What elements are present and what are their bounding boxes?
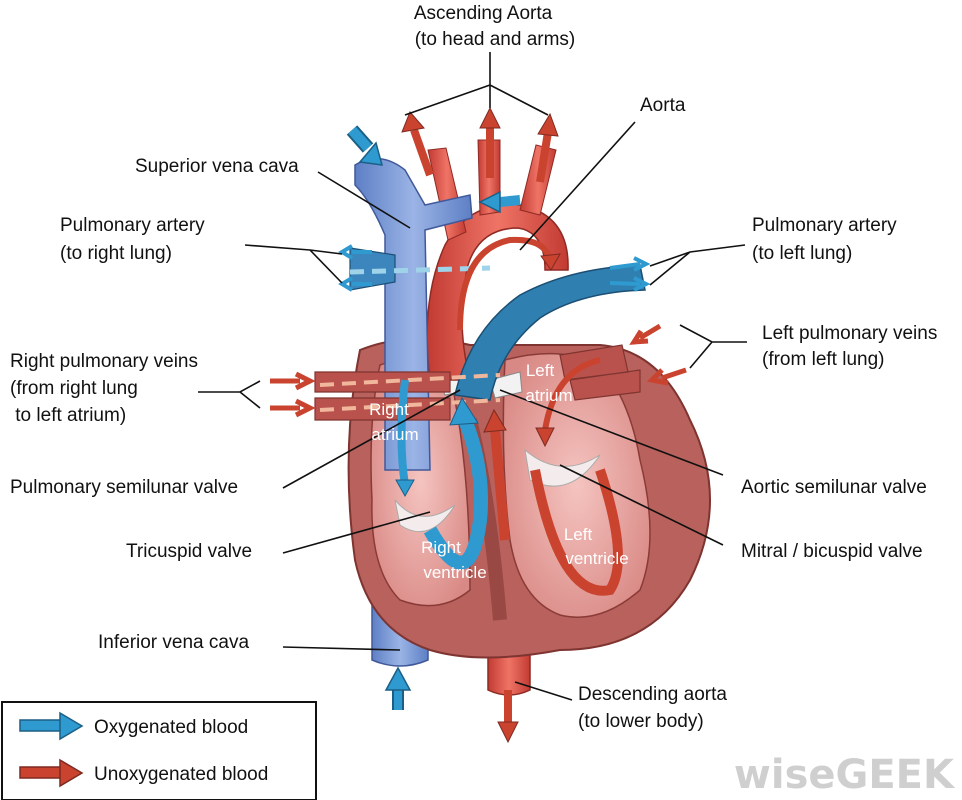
label-inferior-vena-cava: Inferior vena cava bbox=[98, 632, 249, 653]
tricuspid-valve-leaflets bbox=[394, 499, 456, 533]
blue-flow-right-atrium bbox=[397, 379, 409, 486]
blue-arrow-left-lung-top bbox=[609, 256, 651, 272]
left-pulmonary-veins-vessels bbox=[559, 344, 641, 401]
label-pulmonary-artery-right-line1: Pulmonary artery bbox=[60, 215, 205, 236]
label-right-atrium-line1: Right bbox=[369, 400, 409, 419]
blue-arrow-left-lung-bottom bbox=[609, 276, 651, 292]
label-pulmonary-artery-left-line2: (to left lung) bbox=[752, 243, 852, 264]
label-tricuspid-valve: Tricuspid valve bbox=[126, 541, 252, 562]
red-flow-left-atrium bbox=[542, 357, 601, 431]
label-aorta: Aorta bbox=[640, 95, 686, 116]
label-aortic-semilunar-valve: Aortic semilunar valve bbox=[741, 477, 927, 498]
label-left-ventricle-line2: ventricle bbox=[565, 549, 628, 568]
label-pulmonary-semilunar-valve: Pulmonary semilunar valve bbox=[10, 477, 238, 498]
blue-flow-arrowhead-1 bbox=[395, 479, 415, 498]
label-superior-vena-cava: Superior vena cava bbox=[135, 156, 299, 177]
label-descending-aorta-line1: Descending aorta bbox=[578, 684, 727, 705]
label-right-pulmonary-veins-line2: (from right lung bbox=[10, 378, 138, 399]
blue-flow-right-ventricle bbox=[423, 417, 488, 570]
label-left-atrium-line1: Left bbox=[526, 361, 555, 380]
blue-arrow-ivc-in bbox=[384, 666, 412, 710]
legend-box bbox=[1, 701, 317, 800]
label-right-pulmonary-veins-line1: Right pulmonary veins bbox=[10, 351, 198, 372]
label-left-atrium-line2: atrium bbox=[525, 386, 572, 405]
label-right-atrium-line2: atrium bbox=[371, 425, 418, 444]
red-arrow-left-pv-2 bbox=[646, 367, 687, 386]
aortic-valve-leaflets bbox=[489, 371, 523, 399]
leader-lines bbox=[198, 52, 747, 701]
legend-unoxygenated-arrow-icon bbox=[19, 758, 84, 788]
wisegeek-watermark-logo: wiseGEEK bbox=[734, 752, 956, 798]
red-flow-up-to-aorta bbox=[490, 429, 510, 541]
label-left-pulmonary-veins-line2: (from left lung) bbox=[762, 349, 884, 370]
label-left-ventricle-line1: Left bbox=[564, 525, 593, 544]
red-arrow-right-pv-1 bbox=[270, 371, 316, 391]
blue-flow-arrowhead-2 bbox=[449, 396, 479, 426]
red-arrow-aorta-out-1 bbox=[401, 111, 434, 177]
pulmonary-artery-dashed-line bbox=[349, 265, 491, 275]
red-arrow-left-pv-1 bbox=[629, 323, 662, 345]
legend-oxygenated-arrow-icon bbox=[19, 711, 84, 741]
red-flow-aorta-arch bbox=[457, 236, 553, 331]
blue-arrow-right-lung-top bbox=[338, 244, 372, 260]
legend: Oxygenated blood Unoxygenated blood bbox=[1, 701, 317, 800]
red-flow-arrowhead-la bbox=[535, 427, 555, 448]
mitral-valve-leaflets bbox=[524, 448, 601, 487]
label-pulmonary-artery-right-line2: (to right lung) bbox=[60, 243, 172, 264]
red-arrow-right-pv-2 bbox=[270, 398, 316, 418]
red-arrow-descending-out bbox=[497, 690, 519, 744]
label-right-ventricle-line2: ventricle bbox=[423, 563, 486, 582]
blood-flow-arrows bbox=[270, 106, 687, 744]
labels: Ascending Aorta (to head and arms) Aorta… bbox=[10, 3, 937, 732]
label-ascending-aorta-line2: (to head and arms) bbox=[415, 29, 576, 50]
red-flow-arrowhead-arch bbox=[540, 253, 561, 271]
aorta-vessel bbox=[426, 203, 569, 381]
red-arrow-aorta-out-2 bbox=[479, 106, 501, 178]
label-right-pulmonary-veins-line3: to left atrium) bbox=[10, 405, 126, 426]
label-pulmonary-artery-left-line1: Pulmonary artery bbox=[752, 215, 897, 236]
label-mitral-valve: Mitral / bicuspid valve bbox=[741, 541, 923, 562]
blue-arrow-right-lung-bottom bbox=[338, 276, 372, 292]
label-descending-aorta-line2: (to lower body) bbox=[578, 711, 704, 732]
red-flow-arrowhead-lv bbox=[483, 408, 507, 433]
label-left-pulmonary-veins-line1: Left pulmonary veins bbox=[762, 323, 937, 344]
blue-arrow-svc-in bbox=[346, 125, 384, 166]
legend-oxygenated-label: Oxygenated blood bbox=[94, 717, 248, 738]
label-ascending-aorta-line1: Ascending Aorta bbox=[414, 3, 553, 24]
red-flow-left-ventricle bbox=[530, 468, 623, 596]
pulmonary-vein-dashed-line-1 bbox=[319, 373, 501, 387]
pulmonary-vein-dashed-line-2 bbox=[319, 398, 501, 412]
legend-unoxygenated-label: Unoxygenated blood bbox=[94, 764, 268, 785]
blue-arrow-aorta-in bbox=[478, 190, 521, 214]
label-right-ventricle-line1: Right bbox=[421, 538, 461, 557]
red-arrow-aorta-out-3 bbox=[536, 112, 559, 183]
chamber-labels: Right atrium Left atrium Right ventricle… bbox=[369, 361, 629, 582]
